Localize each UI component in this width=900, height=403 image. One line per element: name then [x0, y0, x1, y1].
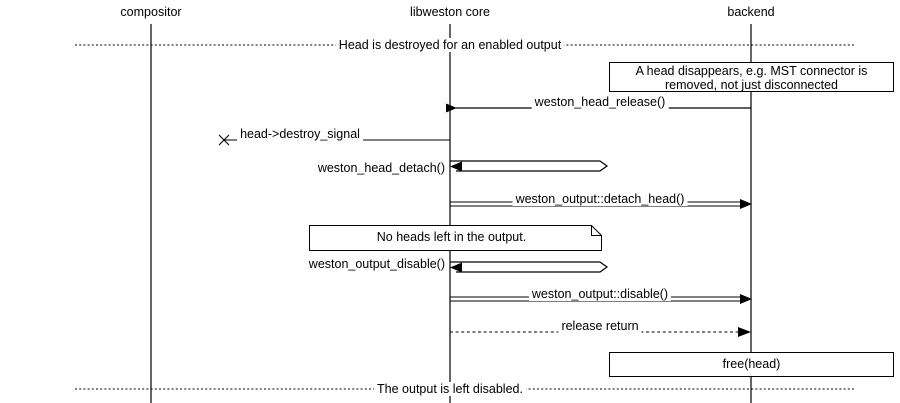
note-box-no-heads-left — [309, 225, 602, 251]
note-text-free-head: free(head) — [610, 357, 893, 371]
note-line: free(head) — [722, 357, 781, 371]
participant-label-libweston-core: libweston core — [410, 5, 490, 19]
message-label-weston-head-release: weston_head_release() — [531, 95, 669, 109]
divider-label-head-destroyed: Head is destroyed for an enabled output — [335, 38, 565, 52]
divider-label-output-disabled: The output is left disabled. — [374, 382, 526, 396]
note-line: A head disappears, e.g. MST connector is — [635, 64, 868, 78]
arrow-weston-head-detach-selfloop — [450, 160, 609, 172]
note-line: No heads left in the output. — [376, 230, 527, 244]
note-box-mst-connector — [609, 62, 894, 92]
message-label-weston-output-disable-backend: weston_output::disable() — [528, 287, 672, 301]
note-box-free-head — [609, 352, 894, 377]
note-text-mst-connector: A head disappears, e.g. MST connector is… — [610, 64, 893, 92]
message-label-weston-output-detach-head: weston_output::detach_head() — [512, 192, 688, 206]
note-line: removed, not just disconnected — [664, 78, 839, 92]
note-text-no-heads-left: No heads left in the output. — [310, 230, 593, 244]
arrow-weston-output-disable-selfloop — [450, 261, 609, 273]
participant-label-compositor: compositor — [120, 5, 182, 19]
message-label-head-destroy-signal: head->destroy_signal — [237, 127, 363, 141]
message-label-weston-head-detach: weston_head_detach() — [314, 161, 448, 175]
arrow-release-return — [450, 327, 751, 337]
message-label-weston-output-disable: weston_output_disable() — [305, 257, 448, 271]
message-label-release-return: release return — [558, 319, 642, 333]
participant-label-backend: backend — [727, 5, 775, 19]
